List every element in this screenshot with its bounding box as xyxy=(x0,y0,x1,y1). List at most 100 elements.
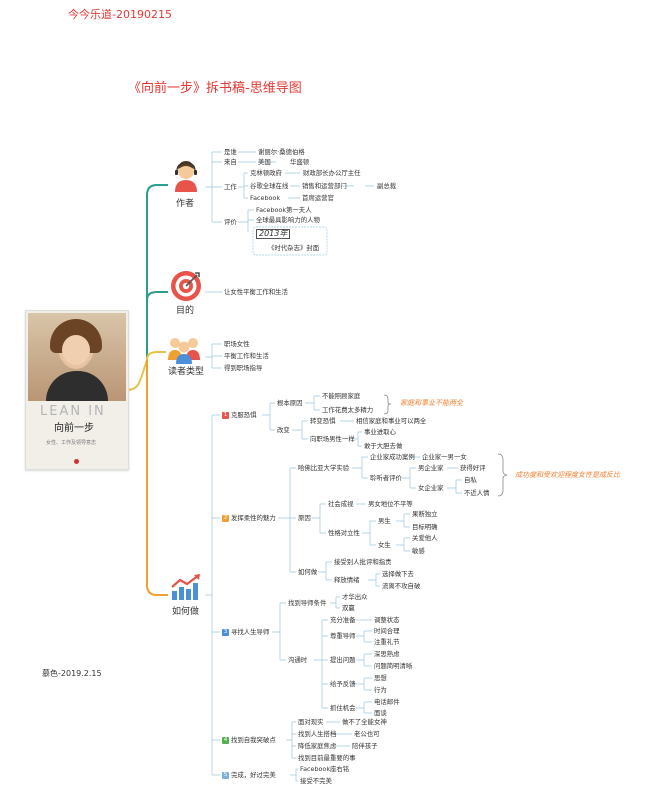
b2-female-eval-2: 不近人情 xyxy=(464,489,490,497)
b3-c2: 尊重导师 xyxy=(330,632,356,640)
b3-find: 找到导师条件 xyxy=(288,599,327,607)
b3-find-1: 才华出众 xyxy=(342,593,368,601)
eval-facebook-lady: Facebook第一夫人 xyxy=(256,206,312,214)
b2-how-1: 接受别人批评和指责 xyxy=(334,558,392,566)
b3-c5b: 面谈 xyxy=(374,709,387,717)
b2-how-2a: 选择做下去 xyxy=(382,570,414,578)
b1-change-2b: 敢于大胆去做 xyxy=(364,442,403,450)
category-howto: 如何做 xyxy=(172,607,200,617)
purpose-text: 让女性平衡工作和生活 xyxy=(224,288,288,296)
b3-c5a: 电话邮件 xyxy=(374,698,400,706)
b3-c3b: 问题简明清晰 xyxy=(374,662,413,670)
b1-reason-1: 不能照顾家庭 xyxy=(322,392,361,400)
b1-root: 根本原因 xyxy=(277,399,303,407)
b4-p1a: 做不了全能女神 xyxy=(342,718,387,726)
b1-change-2a: 事业进取心 xyxy=(364,428,396,436)
author-icon xyxy=(171,160,201,196)
b2-character: 性格对立性 xyxy=(328,529,360,537)
author-tag: 今今乐道-20190215 xyxy=(68,8,172,21)
b3-c4a: 思想 xyxy=(374,674,387,682)
work-facebook-role: 首席运营官 xyxy=(302,194,334,202)
b3-c1: 充分准备 xyxy=(330,616,356,624)
publisher-logo xyxy=(74,459,79,464)
author-photo xyxy=(28,313,126,401)
b3-c4: 给予反馈 xyxy=(330,680,356,688)
b5-p2: 接受不完美 xyxy=(300,777,332,785)
author-country: 美国 xyxy=(258,158,271,166)
b3-c3a: 深思熟虑 xyxy=(374,650,400,658)
category-readers: 读者类型 xyxy=(168,367,205,377)
b2-reason: 原因 xyxy=(298,514,311,522)
b2-listener-female: 女企业家 xyxy=(418,484,444,492)
b3-find-2: 双赢 xyxy=(342,604,355,612)
b2-social-a: 男女地位不平等 xyxy=(368,500,413,508)
b4-p4: 找到目前最重要的事 xyxy=(298,754,356,762)
b2-female-eval-1: 自私 xyxy=(464,476,477,484)
b4-p2a: 老公也可 xyxy=(354,730,380,738)
branch-5-number: 5 xyxy=(222,771,229,779)
b2-note: 成功度和受欢迎程度女性是成反比 xyxy=(515,471,620,479)
b2-listener: 聆听者评价 xyxy=(370,474,402,482)
b2-male: 男生 xyxy=(378,517,391,525)
book-subtitle: 女性、工作及领导意志 xyxy=(46,440,97,446)
branch-1-number: 1 xyxy=(222,411,229,419)
b1-change-1: 转变恐惧 xyxy=(310,417,336,425)
readers-icon xyxy=(166,334,202,368)
b1-change-1a: 相信家庭和事业可以两全 xyxy=(356,417,427,425)
category-purpose: 目的 xyxy=(176,306,195,316)
growth-chart-icon xyxy=(170,573,202,605)
work-clinton-role: 财政部长办公厅主任 xyxy=(303,169,361,177)
work-google: 谷歌全球在线 xyxy=(250,182,289,190)
author-city: 华盛顿 xyxy=(290,158,310,166)
eval-time-cover: 《时代杂志》封面 xyxy=(268,244,320,252)
b2-case-a: 企业家一男一女 xyxy=(422,453,467,461)
branch-2-label: 发挥柔性的魅力 xyxy=(231,514,276,522)
reader-3: 得到职场指导 xyxy=(224,364,263,372)
b3-c2a: 时间合理 xyxy=(374,627,400,635)
b3-c3: 提出问题 xyxy=(330,656,356,664)
author-name: 谢丽尔·桑德伯格 xyxy=(258,148,305,156)
book-title-en: LEAN IN xyxy=(40,404,106,419)
branch-4-number: 4 xyxy=(222,736,229,744)
b2-social: 社会成视 xyxy=(328,500,354,508)
category-author: 作者 xyxy=(176,199,195,209)
b2-case: 企业家成功案例 xyxy=(370,453,415,461)
b3-c4b: 行为 xyxy=(374,686,387,694)
b1-change-2: 向职场男性一样 xyxy=(310,435,355,443)
b2-male-1: 果断独立 xyxy=(412,510,438,518)
work-google-role: 副总裁 xyxy=(377,182,397,190)
b4-p1: 面对现实 xyxy=(298,718,324,726)
b3-comm: 沟通时 xyxy=(288,656,308,664)
page-title: 《向前一步》拆书稿-思维导图 xyxy=(128,81,302,96)
b3-c5: 抓住机会 xyxy=(330,704,356,712)
b2-male-eval: 获得好评 xyxy=(460,464,486,472)
b4-p3a: 陪伴孩子 xyxy=(352,742,378,750)
b2-how-2: 释放情绪 xyxy=(334,576,360,584)
b4-p3: 降低家庭焦虑 xyxy=(298,742,337,750)
b1-reason-2: 工作花费太多精力 xyxy=(322,406,374,414)
b2-how: 如何做 xyxy=(298,568,318,576)
branch-1-label: 克服恐惧 xyxy=(231,411,257,419)
book-title-cn: 向前一步 xyxy=(54,423,94,434)
author-name-label: 是谁 xyxy=(224,148,237,156)
book-cover: LEAN IN 向前一步 女性、工作及领导意志 xyxy=(25,310,129,470)
author-eval-label: 评价 xyxy=(224,218,237,226)
b3-c1a: 调整状态 xyxy=(374,616,400,624)
branch-4-label: 找到自我突破点 xyxy=(231,736,276,744)
branch-5-label: 完成，好过完美 xyxy=(231,771,276,779)
b1-note: 家庭和事业不能两全 xyxy=(400,399,463,407)
b2-how-2b: 流离不攻自破 xyxy=(382,582,421,590)
b2-harvard: 哈佛比亚大学实验 xyxy=(298,464,350,472)
author-from-label: 来自 xyxy=(224,158,237,166)
b5-p1: Facebook座右铭 xyxy=(300,765,350,773)
b2-female-1: 关爱他人 xyxy=(412,534,438,542)
branch-3-number: 3 xyxy=(222,628,229,636)
b1-change: 改变 xyxy=(277,426,290,434)
branch-3-label: 寻找人生导师 xyxy=(231,628,270,636)
